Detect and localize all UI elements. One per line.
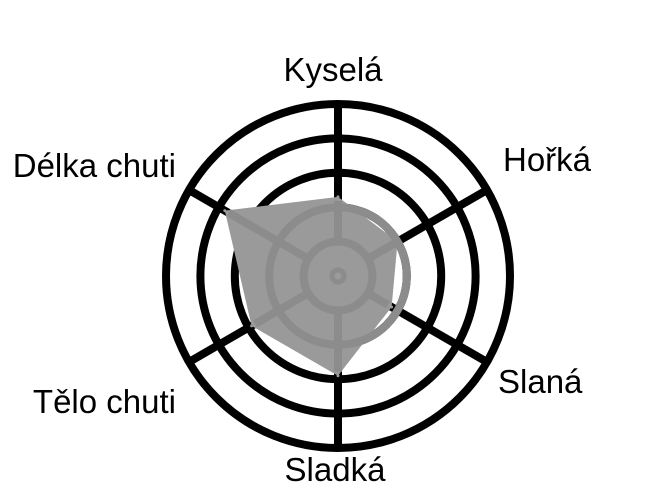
radar-inner-spoke-3 bbox=[365, 289, 391, 309]
radar-point-3 bbox=[390, 305, 394, 309]
radar-inner-spoke-5 bbox=[253, 289, 311, 328]
axis-label-kysela: Kyselá bbox=[283, 51, 383, 88]
radar-inner-spoke-6 bbox=[226, 209, 311, 263]
radar-inner-grid bbox=[226, 200, 411, 372]
radar-point-4 bbox=[336, 374, 340, 378]
axis-label-slana: Slaná bbox=[498, 363, 583, 400]
axis-label-horka: Hořká bbox=[503, 141, 592, 178]
axis-label-delka-chuti: Délka chuti bbox=[13, 147, 176, 184]
axis-label-sladka: Sladká bbox=[285, 451, 387, 488]
radar-inner-spoke-2 bbox=[365, 240, 397, 263]
radar-point-6 bbox=[223, 209, 227, 213]
radar-point-1 bbox=[336, 195, 340, 199]
radar-center-dot bbox=[329, 267, 347, 285]
axis-label-telo-chuti: Tělo chuti bbox=[33, 383, 176, 420]
radar-point-5 bbox=[250, 324, 254, 328]
